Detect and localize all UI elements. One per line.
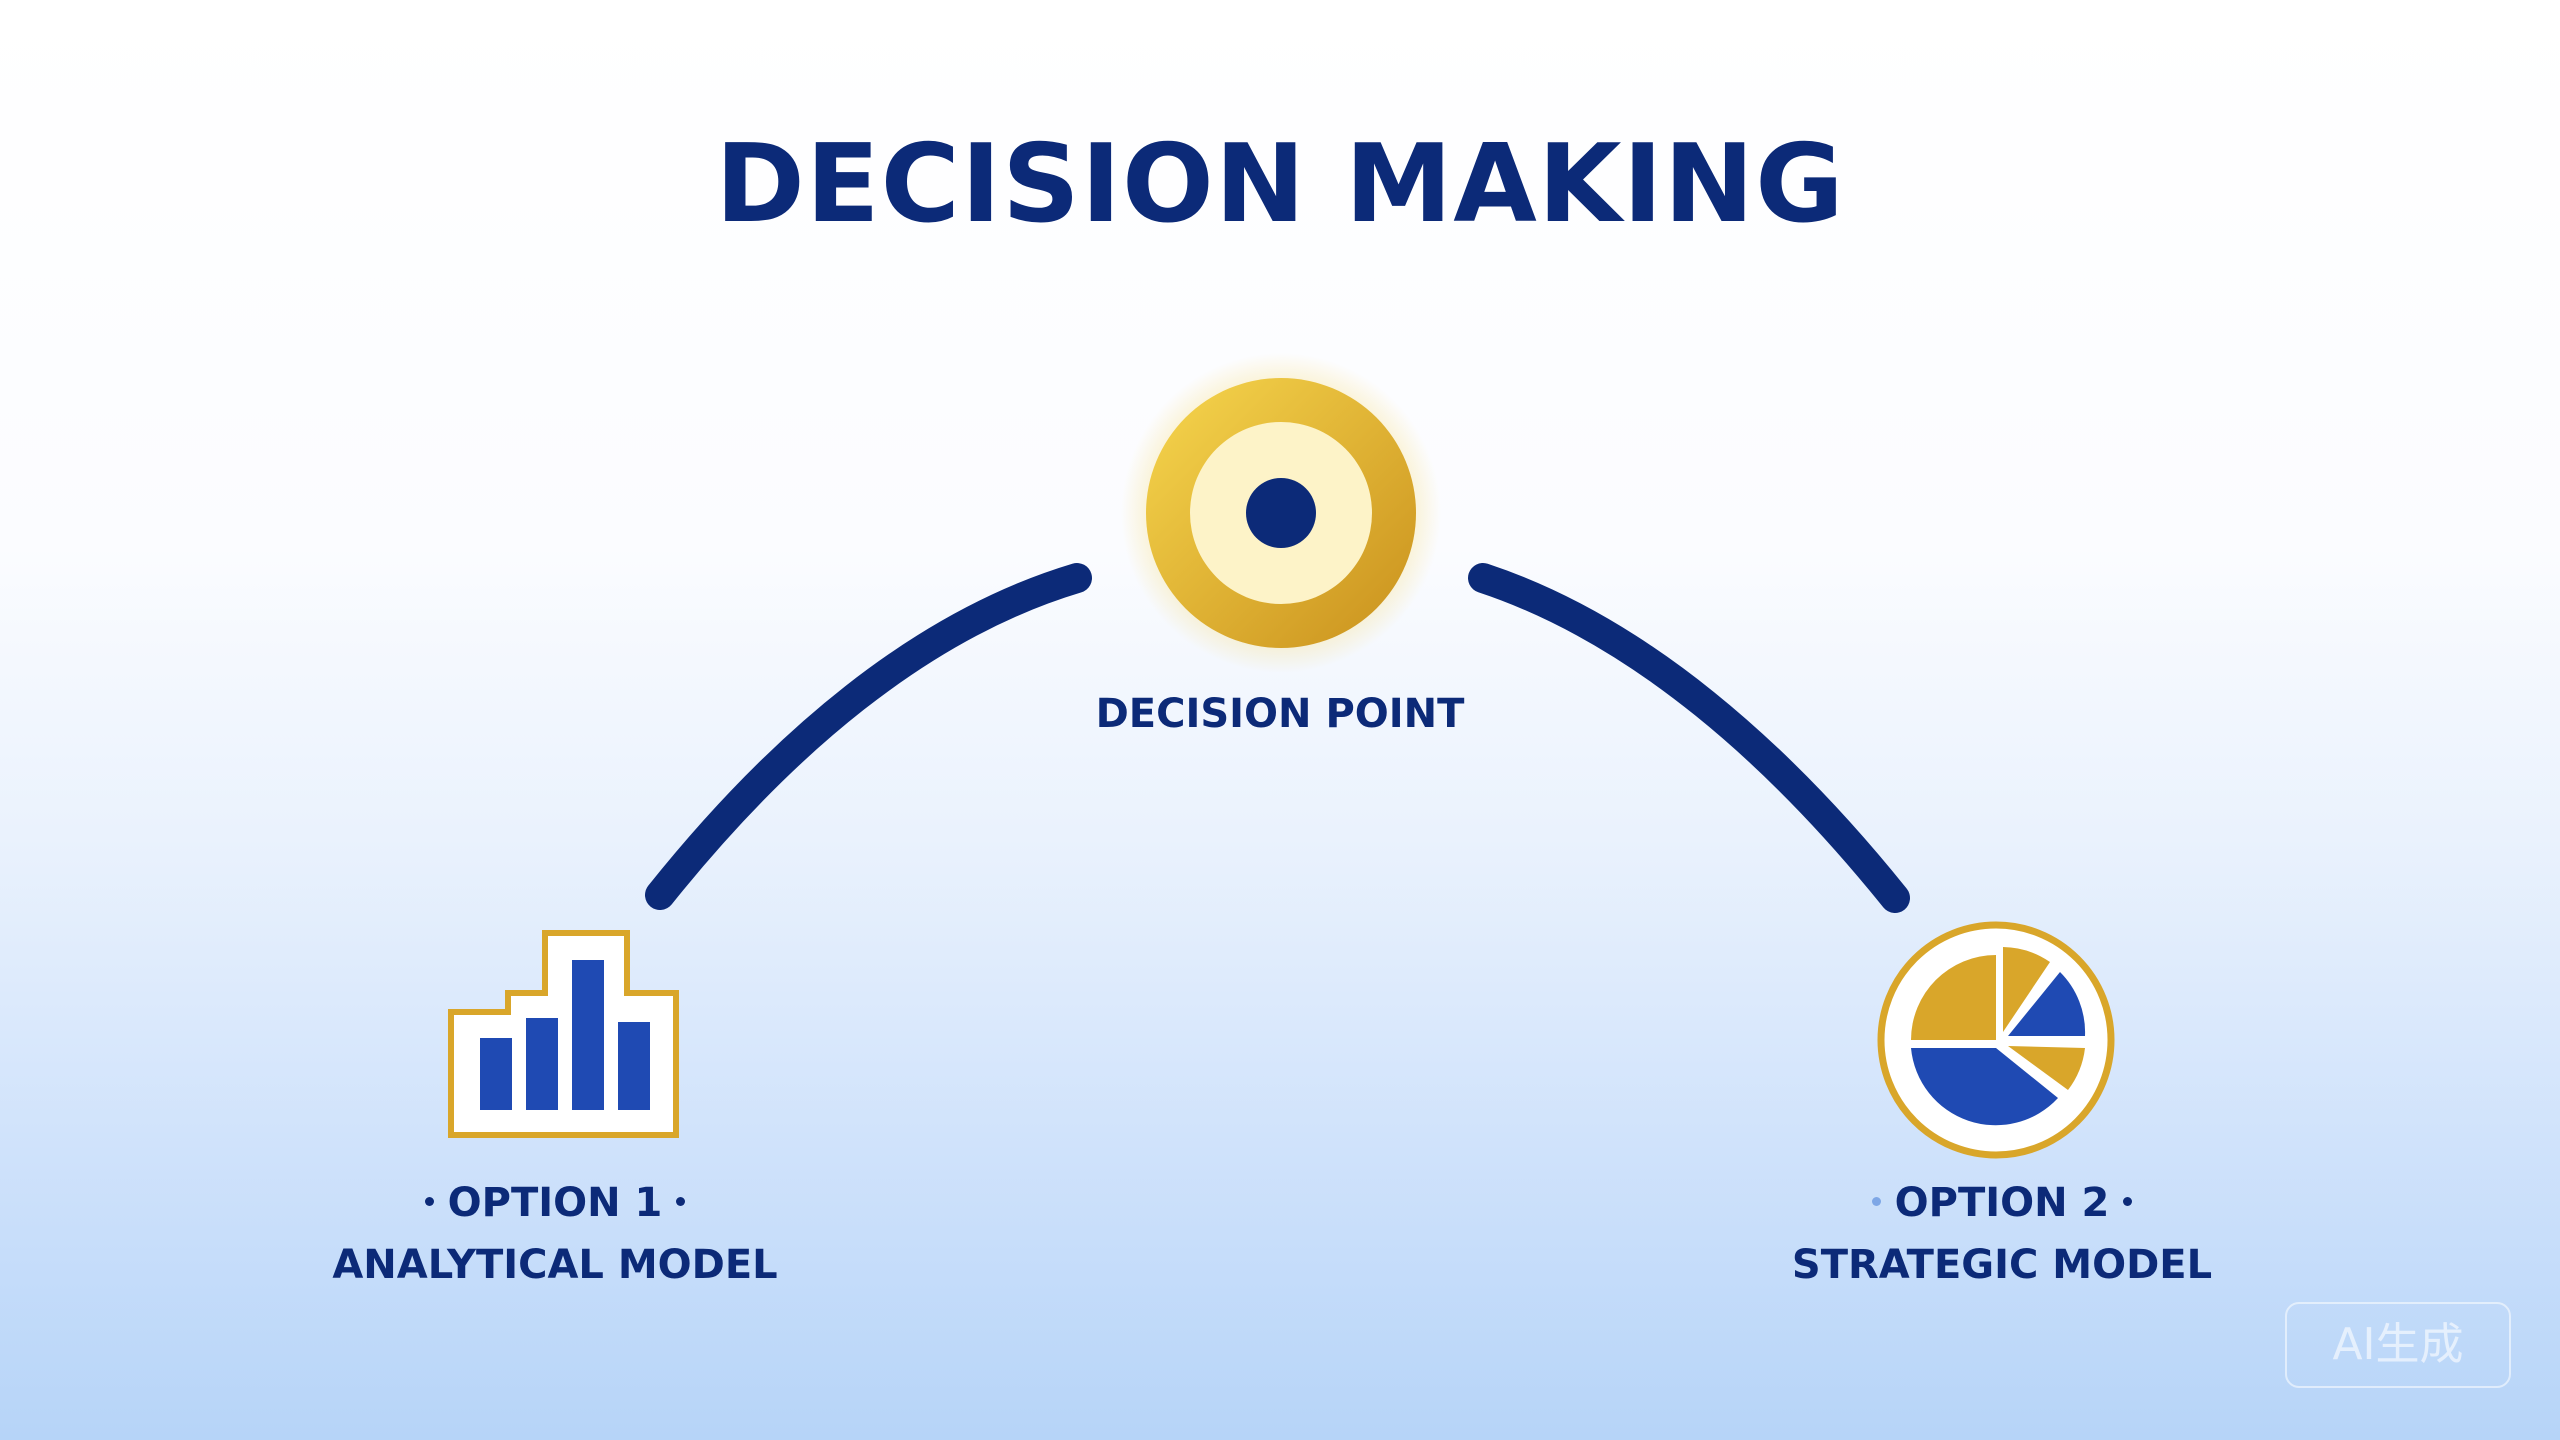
decision-point-label: DECISION POINT	[1095, 691, 1465, 737]
option-2-number: OPTION 2	[1894, 1180, 2110, 1226]
right-branch-arc	[1468, 563, 1910, 913]
left-branch-arc	[645, 563, 1092, 910]
option-1-number: OPTION 1	[447, 1180, 663, 1226]
option-2-block: OPTION 2 STRATEGIC MODEL	[1652, 1172, 2352, 1296]
option-2-heading: OPTION 2	[1652, 1172, 2352, 1234]
page-title: DECISION MAKING	[715, 122, 1845, 247]
option-1-heading: OPTION 1	[205, 1172, 905, 1234]
target-icon	[1121, 353, 1441, 673]
ai-generated-watermark: AI生成	[2285, 1302, 2511, 1388]
pie-chart-icon	[1877, 921, 2115, 1159]
option-1-model: ANALYTICAL MODEL	[332, 1242, 778, 1288]
bullet-dot	[424, 1196, 434, 1206]
bullet-dot	[676, 1196, 686, 1206]
option-1-block: OPTION 1 ANALYTICAL MODEL	[205, 1172, 905, 1296]
bar-chart-icon	[448, 930, 679, 1138]
bullet-dot	[1871, 1196, 1881, 1206]
bullet-dot	[2123, 1196, 2133, 1206]
option-2-model: STRATEGIC MODEL	[1791, 1242, 2213, 1288]
